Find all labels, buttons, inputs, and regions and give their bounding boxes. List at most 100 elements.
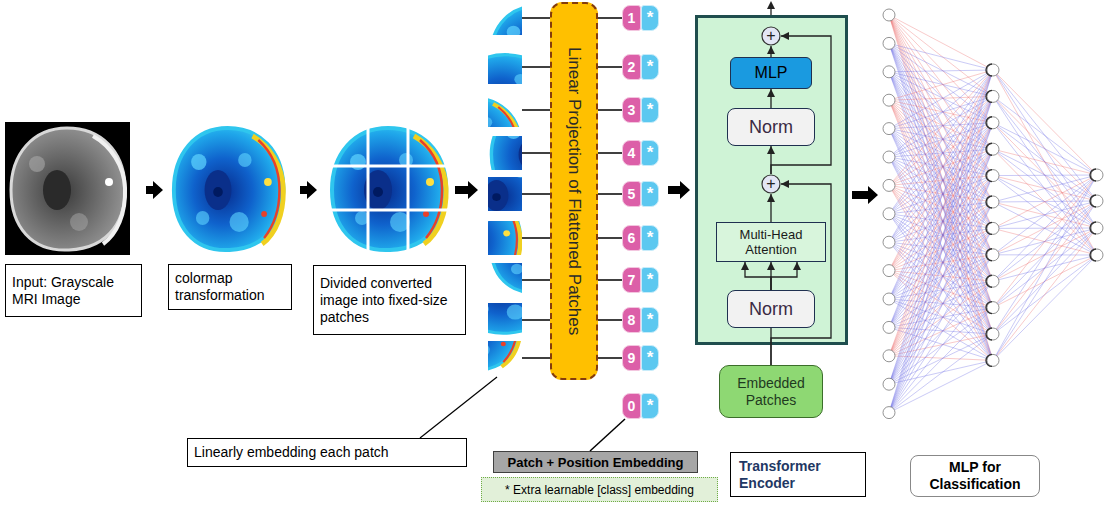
leader-line xyxy=(420,377,497,438)
network-link xyxy=(889,228,993,412)
class-token: * xyxy=(641,54,659,80)
node-text: * xyxy=(647,8,654,28)
embedded-box: Embedded Patches xyxy=(719,365,823,418)
class-token: * xyxy=(641,345,659,371)
network-link xyxy=(889,214,993,361)
node-text: 4 xyxy=(628,145,636,161)
class-token: * xyxy=(641,267,659,293)
connector xyxy=(598,109,622,111)
network-link xyxy=(993,70,1097,255)
token-index: 1 xyxy=(622,5,641,31)
neuron xyxy=(987,143,999,155)
mlp-network xyxy=(883,9,1103,419)
node-text: Divided converted image into fixed-size … xyxy=(320,275,459,326)
network-link xyxy=(993,123,1097,175)
network-link xyxy=(993,175,1097,228)
network-link xyxy=(889,202,993,384)
connector xyxy=(590,419,625,451)
node-text: 8 xyxy=(628,312,636,328)
neuron xyxy=(883,208,895,220)
mri-image xyxy=(5,122,130,255)
network-link xyxy=(993,175,1097,255)
neuron-shade xyxy=(986,143,992,155)
neuron-shade xyxy=(1090,169,1096,181)
neuron-shade xyxy=(986,196,992,208)
neuron xyxy=(987,302,999,314)
node-text: * xyxy=(647,396,654,416)
network-link xyxy=(993,70,1097,175)
network-link xyxy=(889,202,993,299)
network-link xyxy=(889,96,993,355)
network-link xyxy=(993,149,1097,175)
neuron xyxy=(883,123,895,135)
class-token: * xyxy=(641,5,659,31)
neuron-shade xyxy=(1090,195,1096,207)
patched-image xyxy=(328,122,448,255)
network-link xyxy=(993,255,1097,360)
add-circle: + xyxy=(761,26,781,46)
network-link xyxy=(993,175,1097,308)
neuron xyxy=(883,321,895,333)
node-text: * xyxy=(647,228,654,248)
network-link xyxy=(993,149,1097,255)
network-link xyxy=(889,70,993,214)
norm-box: Norm xyxy=(727,108,815,146)
network-link xyxy=(889,129,993,334)
neuron xyxy=(987,64,999,76)
network-link xyxy=(993,96,1097,201)
network-link xyxy=(993,176,1097,228)
neuron xyxy=(883,151,895,163)
connector xyxy=(598,66,622,68)
node-text: Embedded Patches xyxy=(720,375,822,409)
network-link xyxy=(993,176,1097,201)
embedding-label: Patch + Position Embedding xyxy=(493,451,698,473)
neuron xyxy=(987,170,999,182)
node-text: 1 xyxy=(628,10,636,26)
network-link xyxy=(889,96,993,299)
network-link xyxy=(889,123,993,413)
network-link xyxy=(889,176,993,356)
label-box: MLP for Classification xyxy=(910,455,1040,497)
neuron xyxy=(1091,222,1103,234)
network-link xyxy=(889,129,993,255)
network-link xyxy=(889,72,993,308)
token-index: 4 xyxy=(622,140,641,166)
norm-box: Norm xyxy=(727,290,815,328)
node-text: * xyxy=(647,184,654,204)
node-text: * xyxy=(647,57,654,77)
network-link xyxy=(993,96,1097,228)
projection-box: Linear Projection of Flattened Patches xyxy=(550,2,598,380)
network-link xyxy=(889,96,993,270)
network-link xyxy=(889,96,993,242)
neuron xyxy=(883,179,895,191)
class-token: * xyxy=(641,307,659,333)
label-box: colormap transformation xyxy=(168,264,292,310)
network-link xyxy=(889,149,993,384)
network-link xyxy=(993,175,1097,334)
neuron-shade xyxy=(1090,222,1096,234)
network-link xyxy=(889,70,993,327)
neuron xyxy=(1091,249,1103,261)
neuron xyxy=(987,90,999,102)
neuron xyxy=(987,222,999,234)
node-text: 7 xyxy=(628,272,636,288)
network-link xyxy=(889,255,993,413)
network-link xyxy=(993,228,1097,360)
network-link xyxy=(889,176,993,413)
node-text: 3 xyxy=(628,102,636,118)
network-link xyxy=(889,70,993,129)
network-link xyxy=(993,96,1097,255)
token-index: 6 xyxy=(622,225,641,251)
network-link xyxy=(993,149,1097,201)
neuron xyxy=(987,117,999,129)
class-token: * xyxy=(641,393,659,419)
node-text: 5 xyxy=(628,186,636,202)
network-link xyxy=(993,175,1097,360)
connector xyxy=(598,193,622,195)
class-token: * xyxy=(641,97,659,123)
neuron xyxy=(1091,169,1103,181)
node-text: Norm xyxy=(749,117,793,138)
node-text: Transformer Encoder xyxy=(739,458,857,492)
network-link xyxy=(889,149,993,356)
class-token: * xyxy=(641,225,659,251)
